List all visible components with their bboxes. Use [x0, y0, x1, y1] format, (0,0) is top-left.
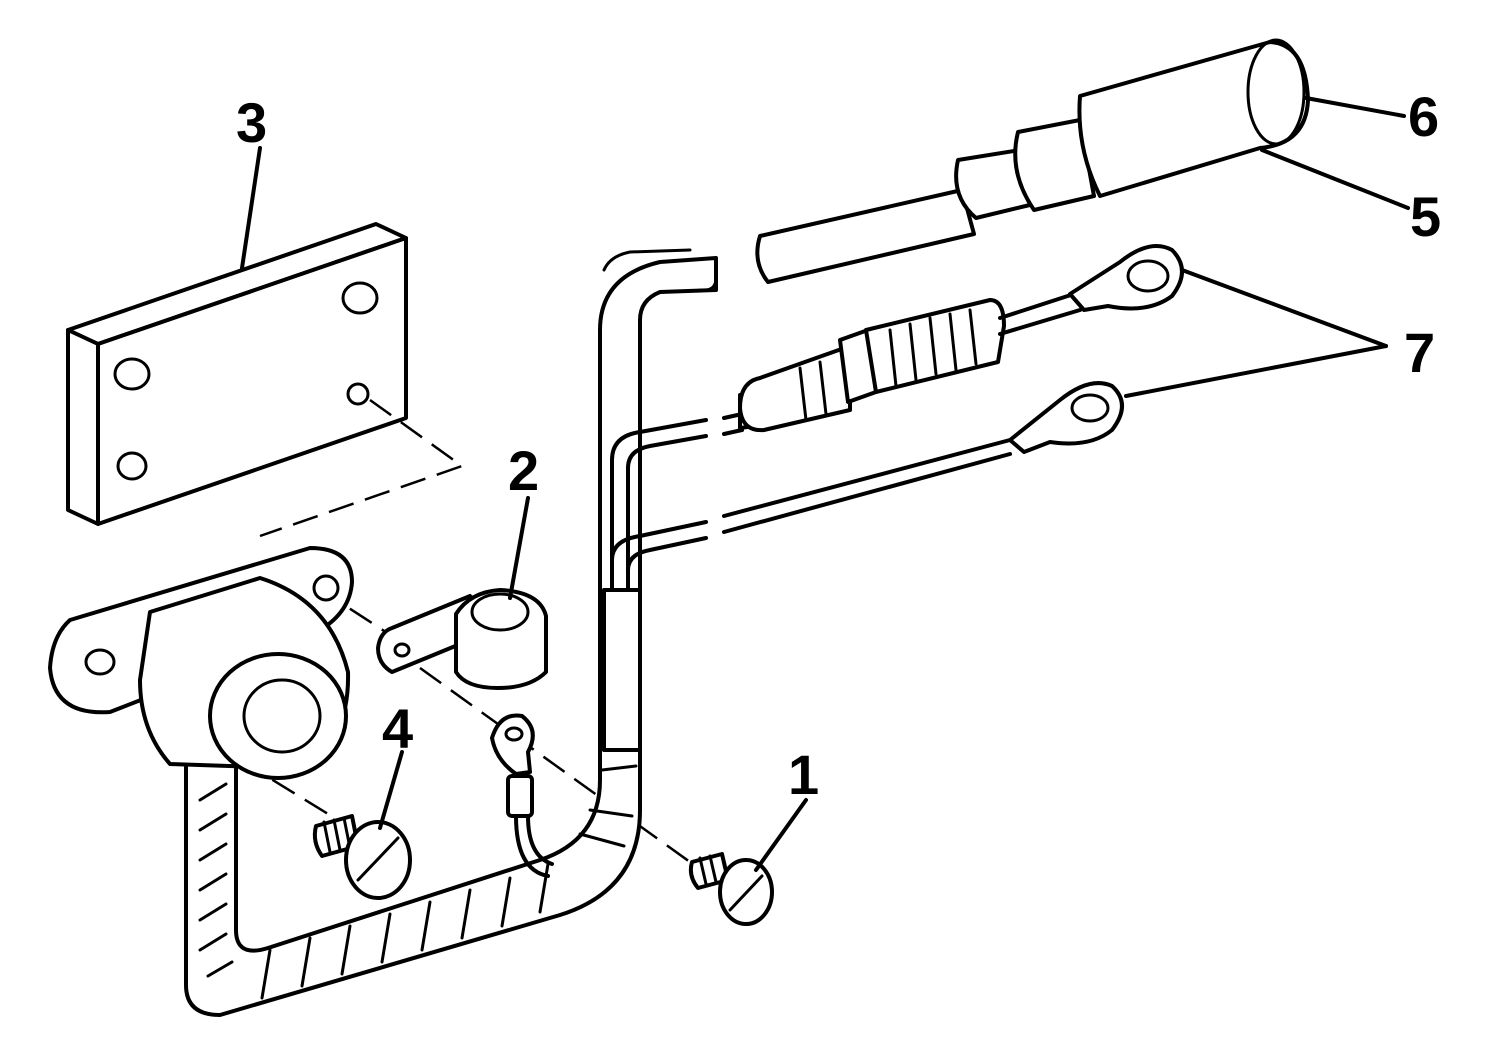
fuse-holder	[738, 290, 1082, 433]
callout-4: 4	[382, 697, 413, 760]
ring-terminals	[1008, 244, 1184, 454]
leader-1	[754, 798, 808, 872]
leader-2	[508, 496, 530, 600]
leader-6	[1304, 96, 1406, 118]
spark-plug-lead	[755, 38, 1310, 284]
callout-1: 1	[788, 743, 819, 806]
callout-6: 6	[1408, 85, 1439, 148]
wiring-harness	[184, 248, 718, 1017]
leader-3	[240, 146, 262, 270]
leader-7a	[1180, 268, 1388, 348]
callout-labels: 1 2 3 4 5 6 7	[236, 85, 1441, 806]
callout-7: 7	[1404, 321, 1435, 384]
component-housing	[48, 546, 354, 780]
wire-clamp	[376, 588, 548, 690]
screw-1	[688, 852, 774, 926]
screw-4	[312, 814, 412, 900]
ground-terminal	[490, 713, 554, 878]
callout-5: 5	[1410, 185, 1441, 248]
leader-4	[378, 750, 404, 830]
mounting-plate	[66, 222, 408, 526]
leader-lines	[240, 96, 1410, 872]
callout-2: 2	[508, 439, 539, 502]
lead-wires	[610, 412, 1012, 592]
leader-5	[1260, 148, 1410, 210]
leader-7b	[1124, 344, 1388, 398]
callout-3: 3	[236, 91, 267, 154]
